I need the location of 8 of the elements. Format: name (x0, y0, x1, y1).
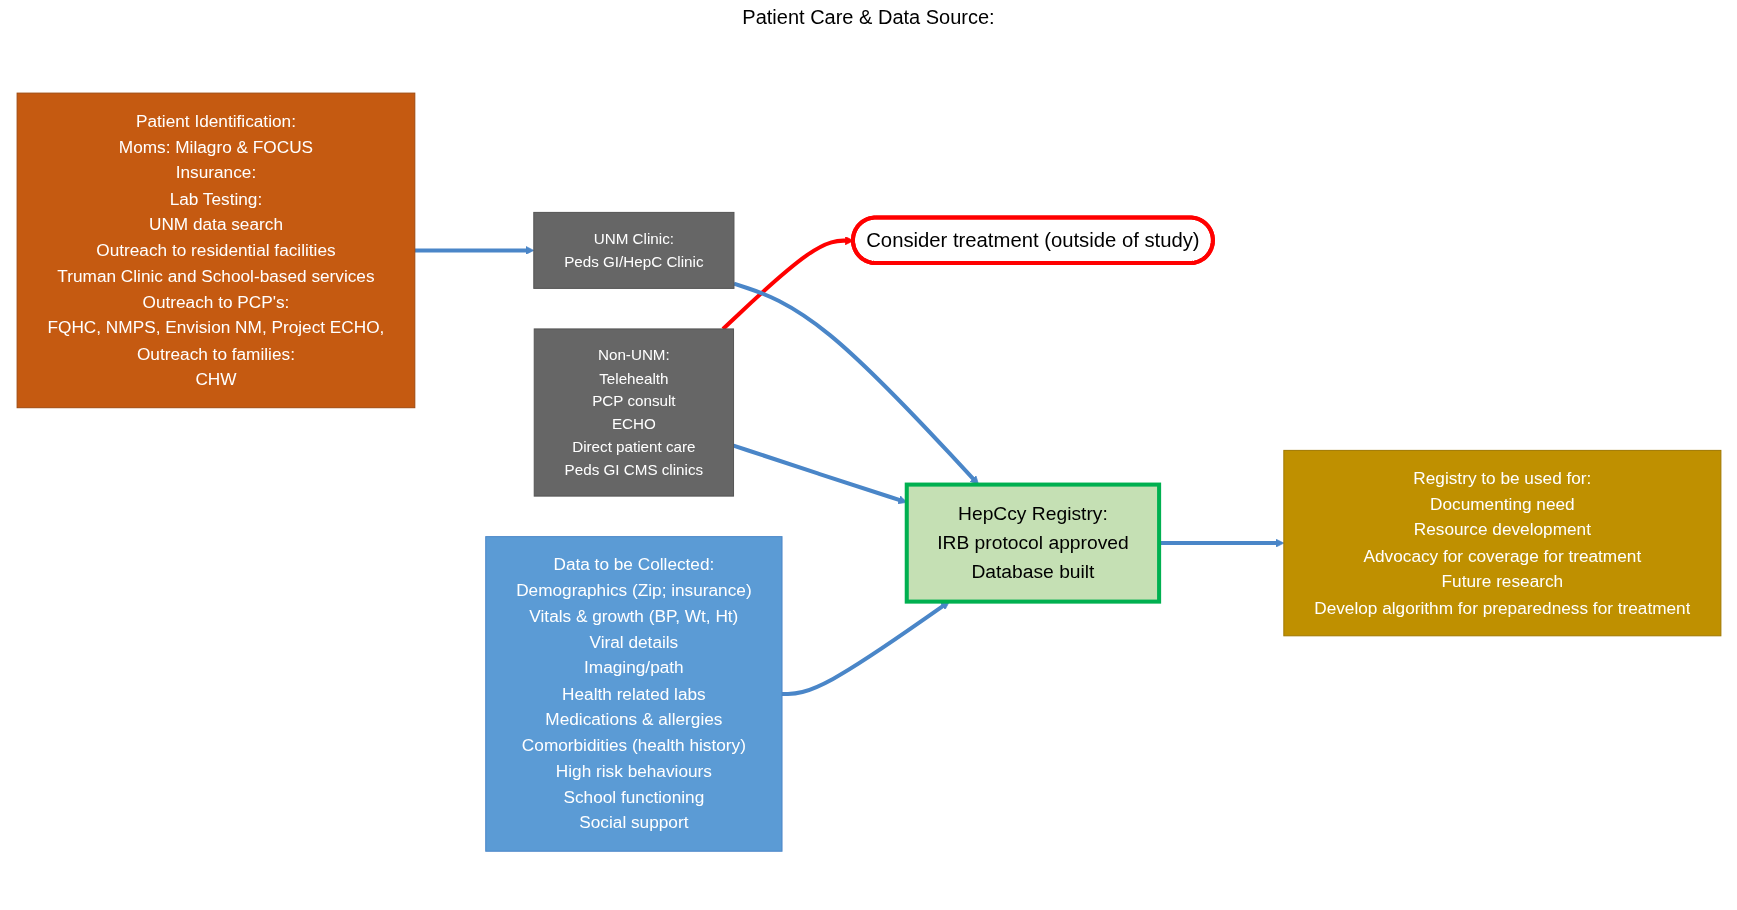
node-box: HepCcy Registry: IRB protocol approved Database built (904, 482, 1161, 604)
arrow (414, 246, 534, 256)
node-box: Non-UNM: Telehealth PCP consult ECHO Direct patient care Peds GI CMS clinics (533, 328, 734, 497)
node-box: UNM Clinic: Peds GI/HepC Clinic (532, 212, 734, 290)
node-box: Patient Identification: Moms: Milagro & FOCUS Insurance: Lab Testing: UNM data search Outreach to residential facilities Truman Clinic and School-based services Outreach to PCP's: FQHC, NMPS, Envision NM, Project ECHO, Outreach to families: CHW (16, 92, 415, 409)
node-box: Data to be Collected: Demographics (Zip; insurance) Vitals & growth (BP, Wt, Ht) Viral details Imaging/path Health related labs Medications & allergies Comorbidities (health history) High risk behaviours School functioning Social support (484, 536, 783, 853)
section-heading: Patient Care & Data Source: (742, 6, 995, 29)
node-box: Registry to be used for: Documenting need Resource development Advocacy for coverage for treatment Future research Develop algorithm for preparedness for treatment (1282, 450, 1721, 637)
